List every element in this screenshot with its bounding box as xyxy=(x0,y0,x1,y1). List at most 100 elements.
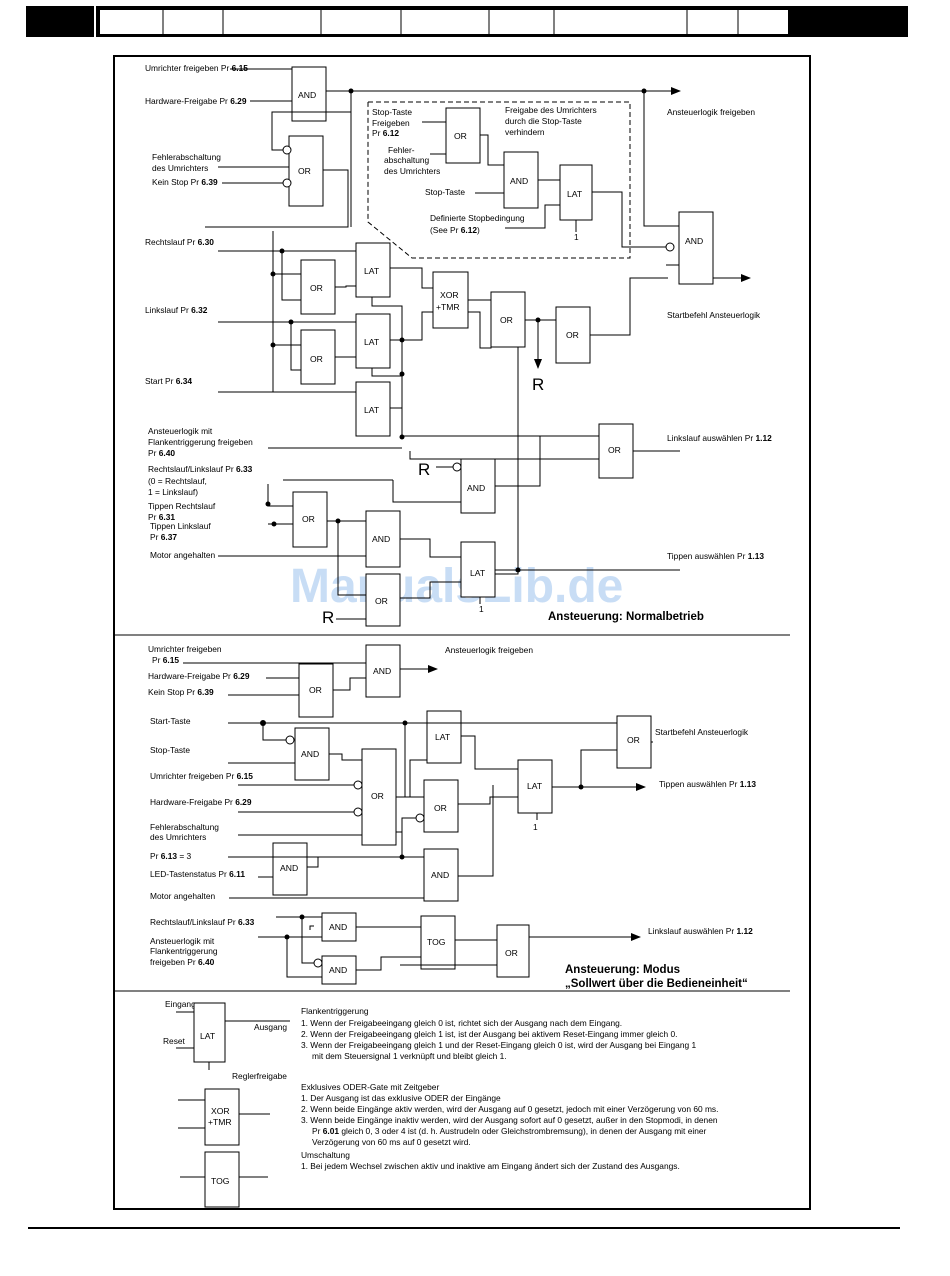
in-rl-ll-1: Rechtslauf/Linkslauf Pr 6.33 xyxy=(148,464,253,474)
s2-const-one: 1 xyxy=(533,822,538,832)
db-fehler-2: abschaltung xyxy=(384,155,430,165)
gate-or-ll: OR xyxy=(300,329,336,385)
svg-text:XOR: XOR xyxy=(211,1106,230,1116)
gate-lat-start: LAT xyxy=(355,381,391,437)
section2-title-2: „Sollwert über die Bedieneinheit“ xyxy=(565,978,748,990)
svg-text:OR: OR xyxy=(608,445,621,455)
s2-out-startbefehl: Startbefehl Ansteuerlogik xyxy=(655,727,749,737)
legend-lat-2: 2. Wenn der Freigabeeingang gleich 1 ist… xyxy=(301,1029,677,1039)
svg-text:OR: OR xyxy=(627,735,640,745)
svg-text:LAT: LAT xyxy=(435,732,451,742)
db-freigabe-2: durch die Stop-Taste xyxy=(505,116,582,126)
db-definierte-2: (See Pr 6.12) xyxy=(430,225,480,235)
legend-gate-xor: XOR+TMR xyxy=(204,1088,240,1146)
svg-text:AND: AND xyxy=(431,870,449,880)
s2-out-linkslauf: Linkslauf auswählen Pr 1.12 xyxy=(648,926,753,936)
s2-in-umrichter2: Umrichter freigeben Pr 6.15 xyxy=(150,771,253,781)
svg-text:OR: OR xyxy=(310,283,323,293)
header-bar xyxy=(26,6,908,37)
svg-text:TOG: TOG xyxy=(211,1176,230,1186)
legend-xor-1: 1. Der Ausgang ist das exklusive ODER de… xyxy=(301,1093,501,1103)
db-definierte-1: Definierte Stopbedingung xyxy=(430,213,525,223)
section1-title: Ansteuerung: Normalbetrieb xyxy=(548,611,704,623)
s2-gate-or-4: OR xyxy=(496,924,530,978)
s2-gate-and-5: AND xyxy=(321,912,357,942)
gate-lat-rl: LAT xyxy=(355,242,391,298)
out-tippen-auswaehlen: Tippen auswählen Pr 1.13 xyxy=(667,551,764,561)
svg-text:LAT: LAT xyxy=(527,781,543,791)
gate-or-tippen2: OR xyxy=(365,573,401,627)
svg-text:AND: AND xyxy=(372,534,390,544)
s2-gate-or-1: OR xyxy=(298,663,334,718)
s2-gate-lat-2: LAT xyxy=(517,759,553,814)
svg-text:LAT: LAT xyxy=(364,405,380,415)
s2-out-freigeben: Ansteuerlogik freigeben xyxy=(445,645,533,655)
legend-lat-reset: Reset xyxy=(163,1036,186,1046)
gate-and-rlll: AND xyxy=(460,458,496,514)
gate-or-mid: OR xyxy=(490,291,526,348)
svg-text:OR: OR xyxy=(434,803,447,813)
s2-gate-and-6: AND xyxy=(321,955,357,985)
svg-text:AND: AND xyxy=(280,863,298,873)
svg-text:AND: AND xyxy=(510,176,528,186)
svg-text:OR: OR xyxy=(302,514,315,524)
s2-gate-tog: TOG xyxy=(420,915,456,970)
legend-gate-lat: LAT xyxy=(193,1002,226,1063)
in-linkslauf: Linkslauf Pr 6.32 xyxy=(145,305,208,315)
s2-in-umrichter: Umrichter freigeben xyxy=(148,644,222,654)
svg-text:OR: OR xyxy=(309,685,322,695)
svg-text:OR: OR xyxy=(566,330,579,340)
db-stoptaste-1: Stop-Taste xyxy=(372,107,412,117)
legend-gate-tog: TOG xyxy=(204,1151,240,1208)
gate-and-ds: AND xyxy=(503,151,539,209)
gate-or-linkslauf: OR xyxy=(598,423,634,479)
gate-or-tippen: OR xyxy=(292,491,328,548)
s2-in-fehler-2: des Umrichters xyxy=(150,832,206,842)
s2-gate-and-2: AND xyxy=(294,727,330,781)
s2-in-rlll: Rechtslauf/Linkslauf Pr 6.33 xyxy=(150,917,255,927)
in-fehlerabschaltung-2: des Umrichters xyxy=(152,163,208,173)
out-ansteuerlogik-freigeben: Ansteuerlogik freigeben xyxy=(667,107,755,117)
s2-gate-or-3: OR xyxy=(423,779,459,833)
svg-text:XOR: XOR xyxy=(440,290,459,300)
db-fehler-1: Fehler- xyxy=(388,145,415,155)
svg-text:+TMR: +TMR xyxy=(208,1117,232,1127)
db-stoptaste-3: Pr 6.12 xyxy=(372,128,399,138)
in-kein-stop: Kein Stop Pr 6.39 xyxy=(152,177,218,187)
section2-title-1: Ansteuerung: Modus xyxy=(565,964,680,976)
s2-in-start-taste: Start-Taste xyxy=(150,716,191,726)
svg-text:AND: AND xyxy=(301,749,319,759)
reset-label-r2: R xyxy=(418,460,430,479)
out-startbefehl: Startbefehl Ansteuerlogik xyxy=(667,310,761,320)
gate-and-tippen: AND xyxy=(365,510,401,568)
in-umrichter-freigeben: Umrichter freigeben Pr 6.15 xyxy=(145,63,248,73)
in-hardware-freigabe: Hardware-Freigabe Pr 6.29 xyxy=(145,96,247,106)
svg-text:LAT: LAT xyxy=(470,568,486,578)
s2-in-umrichter-pr: Pr 6.15 xyxy=(152,655,179,665)
legend-tog-title: Umschaltung xyxy=(301,1150,350,1160)
svg-text:AND: AND xyxy=(467,483,485,493)
gate-or-ds1: OR xyxy=(445,107,481,164)
legend-xor-2: 2. Wenn beide Eingänge aktiv werden, wir… xyxy=(301,1104,718,1114)
db-fehler-3: des Umrichters xyxy=(384,166,440,176)
svg-text:TOG: TOG xyxy=(427,937,446,947)
in-fehlerabschaltung-1: Fehlerabschaltung xyxy=(152,152,221,162)
in-start: Start Pr 6.34 xyxy=(145,376,192,386)
legend-lat-title: Flankentriggerung xyxy=(301,1006,369,1016)
svg-text:OR: OR xyxy=(454,131,467,141)
diagram-frame xyxy=(113,55,811,1210)
svg-text:OR: OR xyxy=(371,791,384,801)
s2-in-ansteuer-2: Flankentriggerung xyxy=(150,946,218,956)
s2-gate-and-3: AND xyxy=(272,842,308,896)
svg-text:LAT: LAT xyxy=(364,337,380,347)
legend-xor-3c: Verzögerung von 60 ms auf 0 gesetzt wird… xyxy=(312,1137,471,1147)
db-stoptaste-2: Freigeben xyxy=(372,118,410,128)
legend-xor-title: Exklusives ODER-Gate mit Zeitgeber xyxy=(301,1082,439,1092)
s2-in-motor: Motor angehalten xyxy=(150,891,216,901)
watermark: ManualsLib.de xyxy=(290,560,623,613)
svg-text:OR: OR xyxy=(298,166,311,176)
const-one-tippen: 1 xyxy=(479,604,484,614)
in-ansteuerlogik-1: Ansteuerlogik mit xyxy=(148,426,213,436)
svg-text:AND: AND xyxy=(685,236,703,246)
svg-text:OR: OR xyxy=(310,354,323,364)
